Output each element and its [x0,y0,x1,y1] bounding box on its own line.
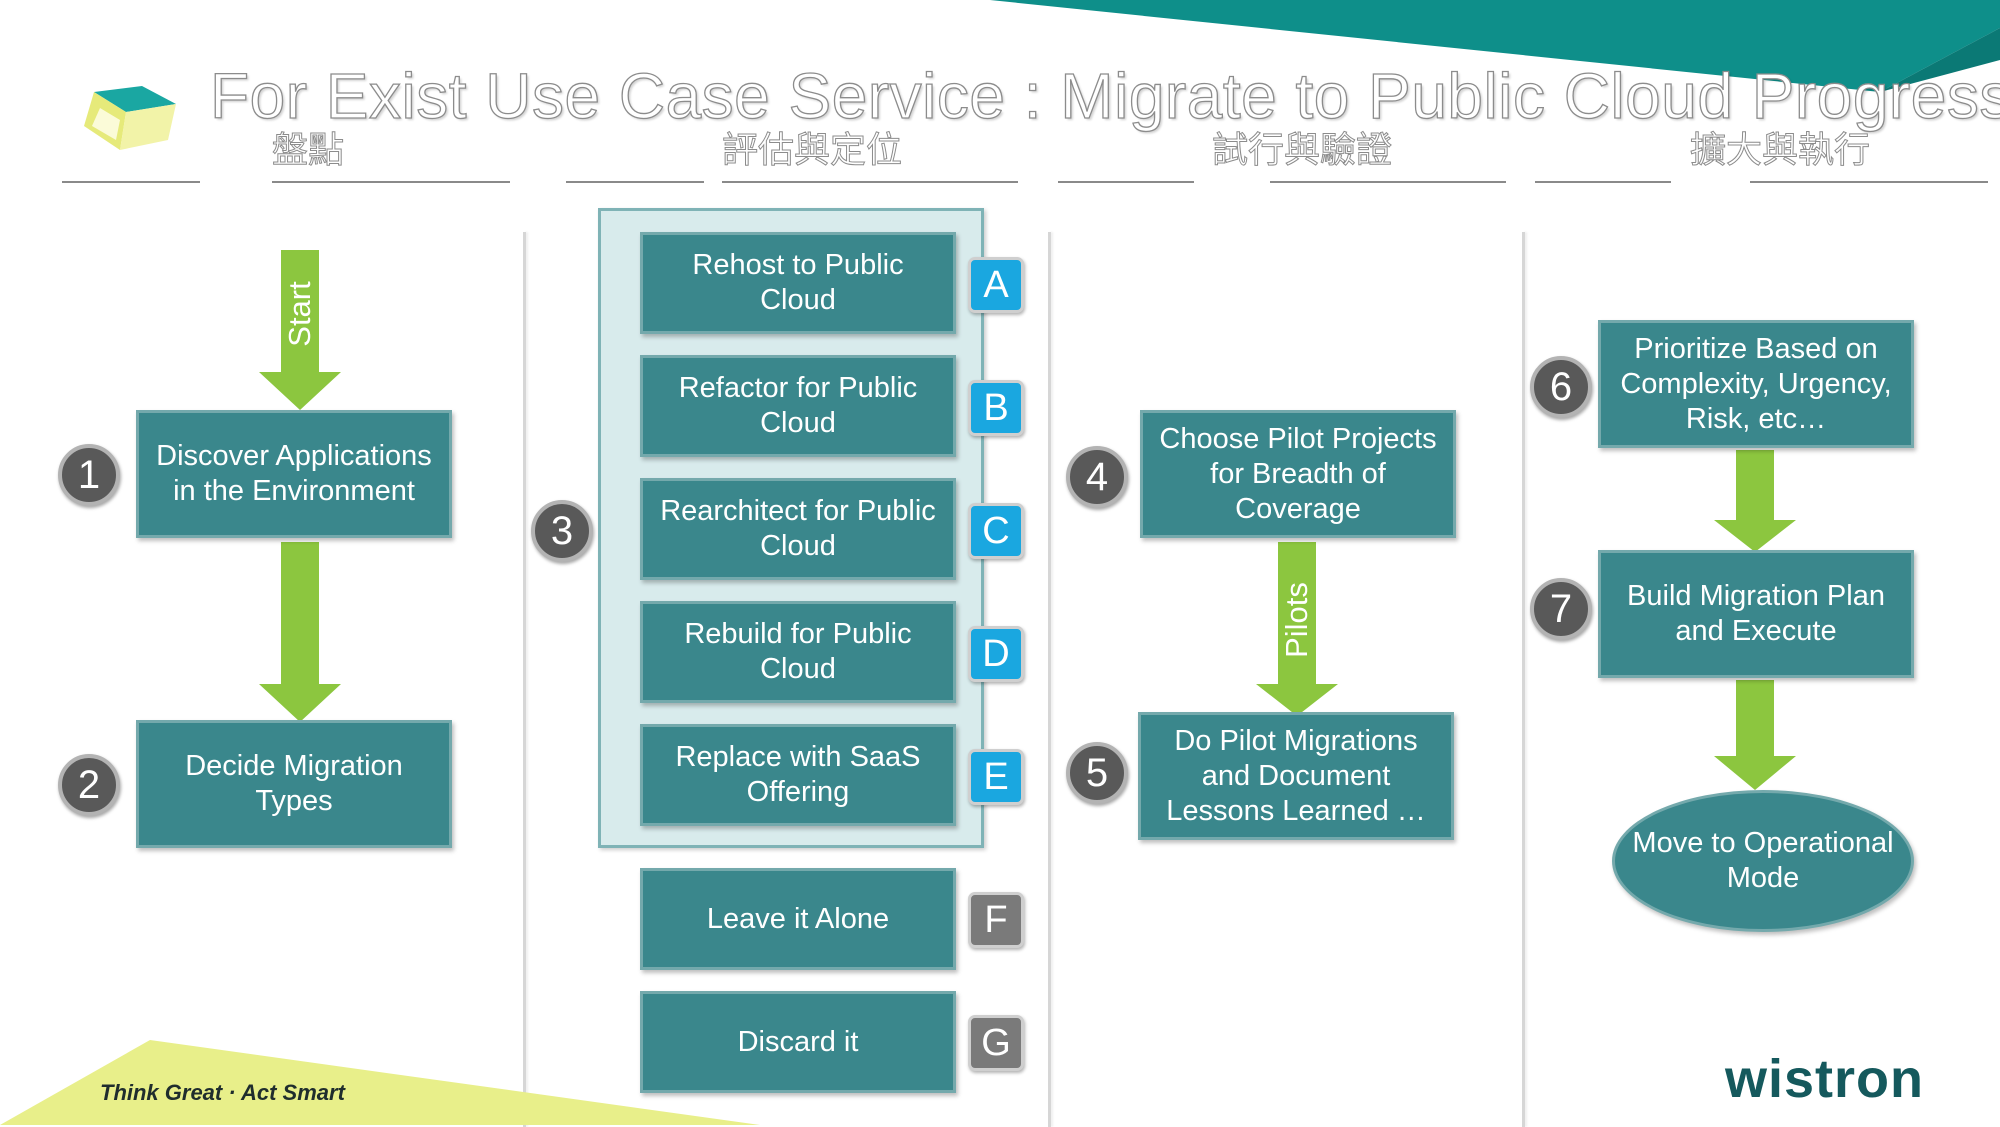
step-box-prioritize: Prioritize Based on Complexity, Urgency,… [1598,320,1914,448]
step-number-3: 3 [531,500,593,562]
final-step-operational: Move to Operational Mode [1612,790,1914,932]
divider-line [566,181,704,183]
top-banner [990,0,2000,92]
section-label-4: 擴大與執行 [1689,129,1871,171]
step-number-4: 4 [1066,446,1128,508]
option-leave-alone: Leave it Alone [640,868,956,970]
step-number-6: 6 [1530,356,1592,418]
option-rehost: Rehost to Public Cloud [640,232,956,334]
arrow-1-to-2 [259,542,341,722]
pilots-arrow [1256,542,1338,716]
option-tag-f: F [968,892,1024,948]
column-divider [523,232,526,1127]
step-number-1: 1 [58,444,120,506]
step-number-2: 2 [58,754,120,816]
brand-logo: wistron [1725,1049,1925,1109]
option-tag-g: G [968,1015,1024,1071]
divider-line [272,181,510,183]
step-number-5: 5 [1066,742,1128,804]
step-box-choose-pilots: Choose Pilot Projects for Breadth of Cov… [1140,410,1456,538]
step-number-7: 7 [1530,578,1592,640]
cube-logo-icon [84,86,176,150]
divider-line [1058,181,1194,183]
option-tag-b: B [968,380,1024,436]
step-box-discover: Discover Applications in the Environment [136,410,452,538]
option-rearchitect: Rearchitect for Public Cloud [640,478,956,580]
section-label-2: 評估與定位 [721,129,903,171]
column-divider [1048,232,1051,1127]
option-refactor: Refactor for Public Cloud [640,355,956,457]
option-discard: Discard it [640,991,956,1093]
step-box-pilot-migrations: Do Pilot Migrations and Document Lessons… [1138,712,1454,840]
divider-line [1750,181,1988,183]
step-box-build-plan: Build Migration Plan and Execute [1598,550,1914,678]
divider-line [1535,181,1671,183]
tagline: Think Great · Act Smart [100,1080,345,1105]
page-title: For Exist Use Case Service : Migrate to … [209,59,2000,132]
divider-line [62,181,200,183]
divider-line [722,181,1018,183]
start-label: Start [282,281,317,347]
option-rebuild: Rebuild for Public Cloud [640,601,956,703]
footer-accent [0,1040,760,1125]
section-label-3: 試行與驗證 [1211,129,1393,171]
option-tag-d: D [968,626,1024,682]
start-arrow [259,250,341,410]
arrow-6-to-7 [1714,450,1796,552]
section-label-1: 盤點 [271,129,345,171]
option-tag-a: A [968,257,1024,313]
pilots-label: Pilots [1279,582,1314,658]
option-tag-c: C [968,503,1024,559]
step-box-decide: Decide Migration Types [136,720,452,848]
option-replace-saas: Replace with SaaS Offering [640,724,956,826]
option-tag-e: E [968,749,1024,805]
arrow-7-to-final [1714,680,1796,790]
divider-line [1270,181,1506,183]
column-divider [1522,232,1525,1127]
